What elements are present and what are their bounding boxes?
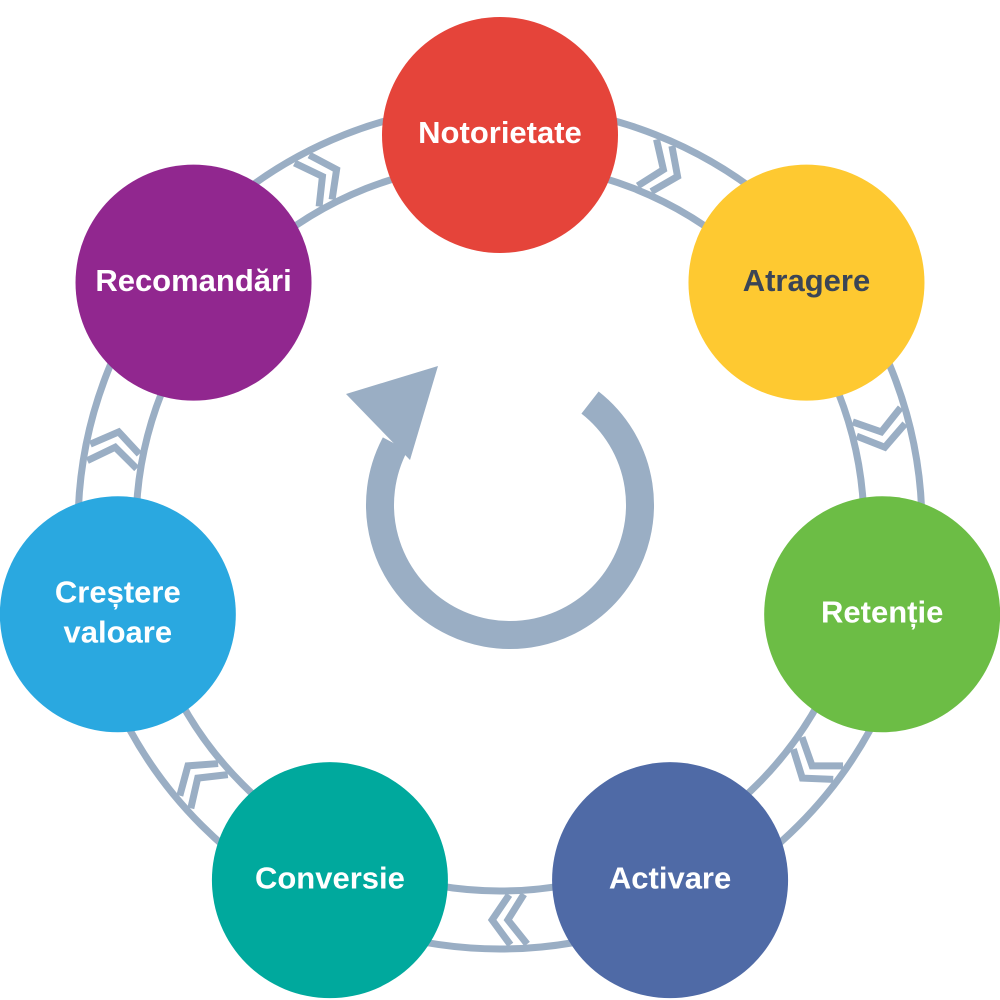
ring-chevron [851, 405, 904, 437]
stage-node-crestere-valoare: Creștere valoare [0, 496, 236, 733]
ring-chevron [487, 892, 514, 947]
stage-label: valoare [64, 614, 173, 649]
stage-circle [764, 496, 1000, 733]
ring-chevron [635, 138, 668, 189]
stage-node-recomandari: Recomandări [75, 164, 312, 401]
stage-circle [382, 17, 618, 253]
stage-circle [211, 762, 448, 999]
stage-circle [552, 762, 789, 999]
ring-chevron [649, 145, 682, 195]
stage-node-notorietate: Notorietate [382, 17, 618, 253]
stage-label: Recomandări [95, 263, 291, 298]
stage-label: Notorietate [418, 115, 582, 150]
ring-chevron [176, 760, 219, 797]
stage-circle [75, 164, 312, 401]
stage-label: Conversie [255, 860, 405, 895]
ring-chevron [88, 427, 142, 457]
stage-circle [0, 496, 236, 733]
cycle-arrow-head [346, 366, 438, 460]
ring-chevron [503, 892, 530, 947]
stage-circle [688, 164, 925, 401]
stage-node-conversie: Conversie [211, 762, 448, 999]
ring-chevron [293, 159, 327, 207]
ring-chevron [187, 771, 229, 810]
stage-node-atragere: Atragere [688, 164, 925, 401]
ring-chevron [798, 736, 844, 770]
ring-chevron [85, 443, 140, 472]
ring-chevron [790, 748, 834, 783]
stage-node-activare: Activare [552, 762, 789, 999]
stage-label: Retenție [821, 594, 943, 629]
ring-chevron [307, 151, 341, 201]
stage-label: Creștere [55, 574, 181, 609]
stage-label: Activare [609, 860, 731, 895]
ring-chevron [855, 421, 908, 452]
stage-label: Atragere [743, 263, 871, 298]
stage-node-retentie: Retenție [764, 496, 1000, 733]
cycle-arrow-icon [346, 366, 654, 649]
cycle-arrow-arc [366, 391, 654, 649]
